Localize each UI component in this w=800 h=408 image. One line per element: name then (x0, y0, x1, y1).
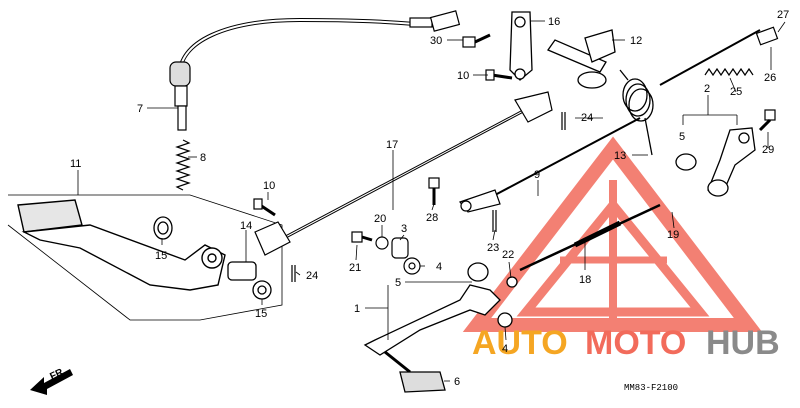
callout-27: 27 (777, 9, 789, 21)
adjust-rod-18 (519, 203, 661, 272)
lever-1 (363, 262, 518, 374)
link-lever-2 (675, 127, 756, 197)
brake-rod-17 (254, 91, 553, 256)
callout-24a: 24 (581, 112, 593, 124)
callout-5a: 5 (395, 277, 401, 289)
callout-15a: 15 (155, 250, 167, 262)
callout-18: 18 (579, 274, 591, 286)
front-direction-arrow: FR. (30, 366, 73, 395)
spindle-12 (547, 29, 616, 89)
callout-1: 1 (354, 303, 360, 315)
brake-pedal (17, 199, 226, 291)
callout-12: 12 (630, 35, 642, 47)
callout-4b: 4 (502, 343, 508, 355)
callout-5b: 5 (679, 131, 685, 143)
watermark-middle: MOTO (585, 324, 686, 362)
hardware-group (351, 231, 421, 275)
callout-9: 9 (534, 169, 540, 181)
callout-14: 14 (240, 220, 252, 232)
watermark-logo (462, 136, 763, 332)
pedal-outline-box (7, 194, 283, 321)
callout-13: 13 (614, 150, 626, 162)
callout-6: 6 (454, 376, 460, 388)
callout-23: 23 (487, 242, 499, 254)
callout-28: 28 (426, 212, 438, 224)
callout-3: 3 (401, 223, 407, 235)
leader-lines (77, 20, 786, 382)
callout-2: 2 (704, 83, 710, 95)
callout-30: 30 (430, 35, 442, 47)
callout-10b: 10 (457, 70, 469, 82)
pivot-collar (153, 216, 272, 300)
foot-peg-6 (399, 371, 446, 393)
callout-21: 21 (349, 262, 361, 274)
callout-labels: 1 3 4 4 5 5 6 7 8 9 10 10 11 12 13 14 15… (70, 9, 789, 388)
callout-16: 16 (548, 16, 560, 28)
watermark-suffix: HUB (706, 324, 780, 362)
front-label: FR. (48, 366, 67, 383)
callout-10a: 10 (263, 180, 275, 192)
callout-7: 7 (137, 103, 143, 115)
watermark-prefix: AUTO (472, 324, 568, 362)
bolt-10-top (485, 69, 513, 81)
spring-8 (175, 139, 191, 191)
bolt-30 (462, 33, 491, 48)
bolt-28 (428, 177, 440, 205)
callout-15b: 15 (255, 308, 267, 320)
callout-20: 20 (374, 213, 386, 225)
rod-25 (659, 26, 779, 86)
bolt-10-left (253, 198, 276, 217)
callout-19: 19 (667, 229, 679, 241)
callout-26: 26 (764, 72, 776, 84)
callout-8: 8 (200, 152, 206, 164)
callout-29: 29 (762, 144, 774, 156)
rod-9 (458, 117, 641, 213)
callout-24b: 24 (306, 270, 318, 282)
diagram-code: MM83-F2100 (624, 383, 678, 393)
arm-16 (509, 11, 533, 81)
watermark-text: AUTO MOTO HUB (472, 324, 780, 362)
callout-22: 22 (502, 249, 514, 261)
callout-11: 11 (70, 158, 81, 170)
brake-cable (169, 10, 461, 131)
cotter-pins (291, 112, 566, 282)
callout-4a: 4 (436, 261, 442, 273)
callout-17: 17 (386, 139, 398, 151)
spring-13 (619, 69, 654, 156)
callout-25: 25 (730, 86, 742, 98)
bolt-29 (758, 109, 776, 132)
